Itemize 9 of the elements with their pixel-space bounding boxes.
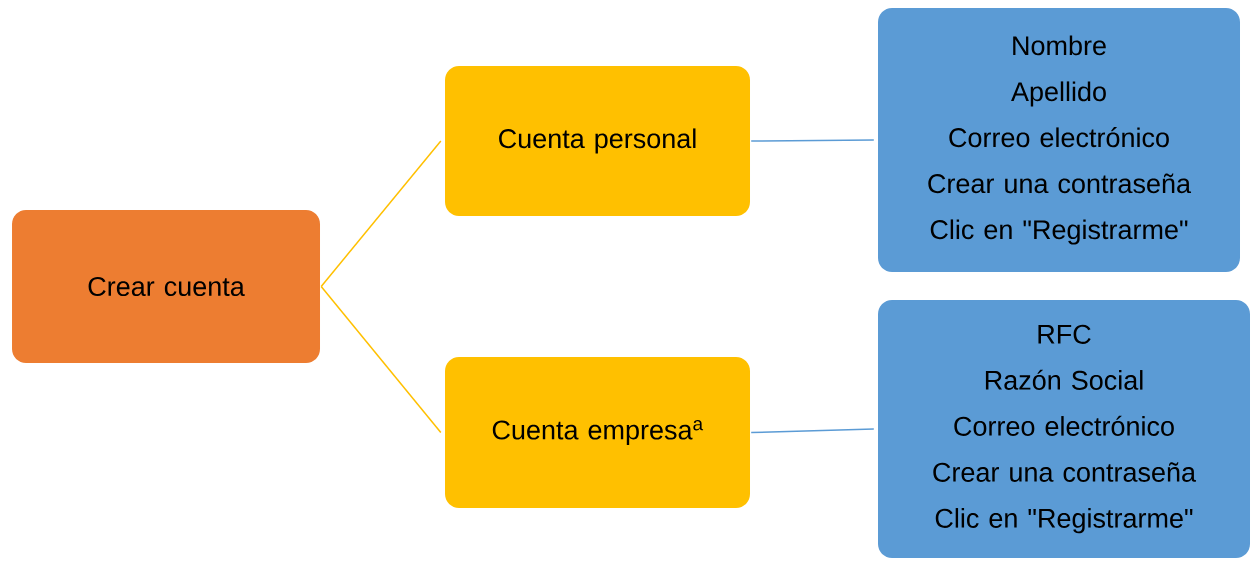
rounded-box: Cuenta empresa$^{a}$	[445, 357, 750, 508]
rounded-box: Nombre Apellido Correo electrónico Crear una contraseña Clic en "Registrarme"	[878, 8, 1240, 272]
rounded-box: Cuenta personal	[445, 66, 750, 216]
rounded-box: Crear cuenta	[12, 210, 320, 363]
connector-line	[750, 428, 875, 434]
rounded-box: RFC Razón Social Correo electrónico Crear una contraseña Clic en "Registrarme"	[878, 300, 1250, 558]
connector-line	[320, 140, 442, 288]
connector-line	[320, 285, 442, 434]
connector-line	[750, 139, 875, 142]
